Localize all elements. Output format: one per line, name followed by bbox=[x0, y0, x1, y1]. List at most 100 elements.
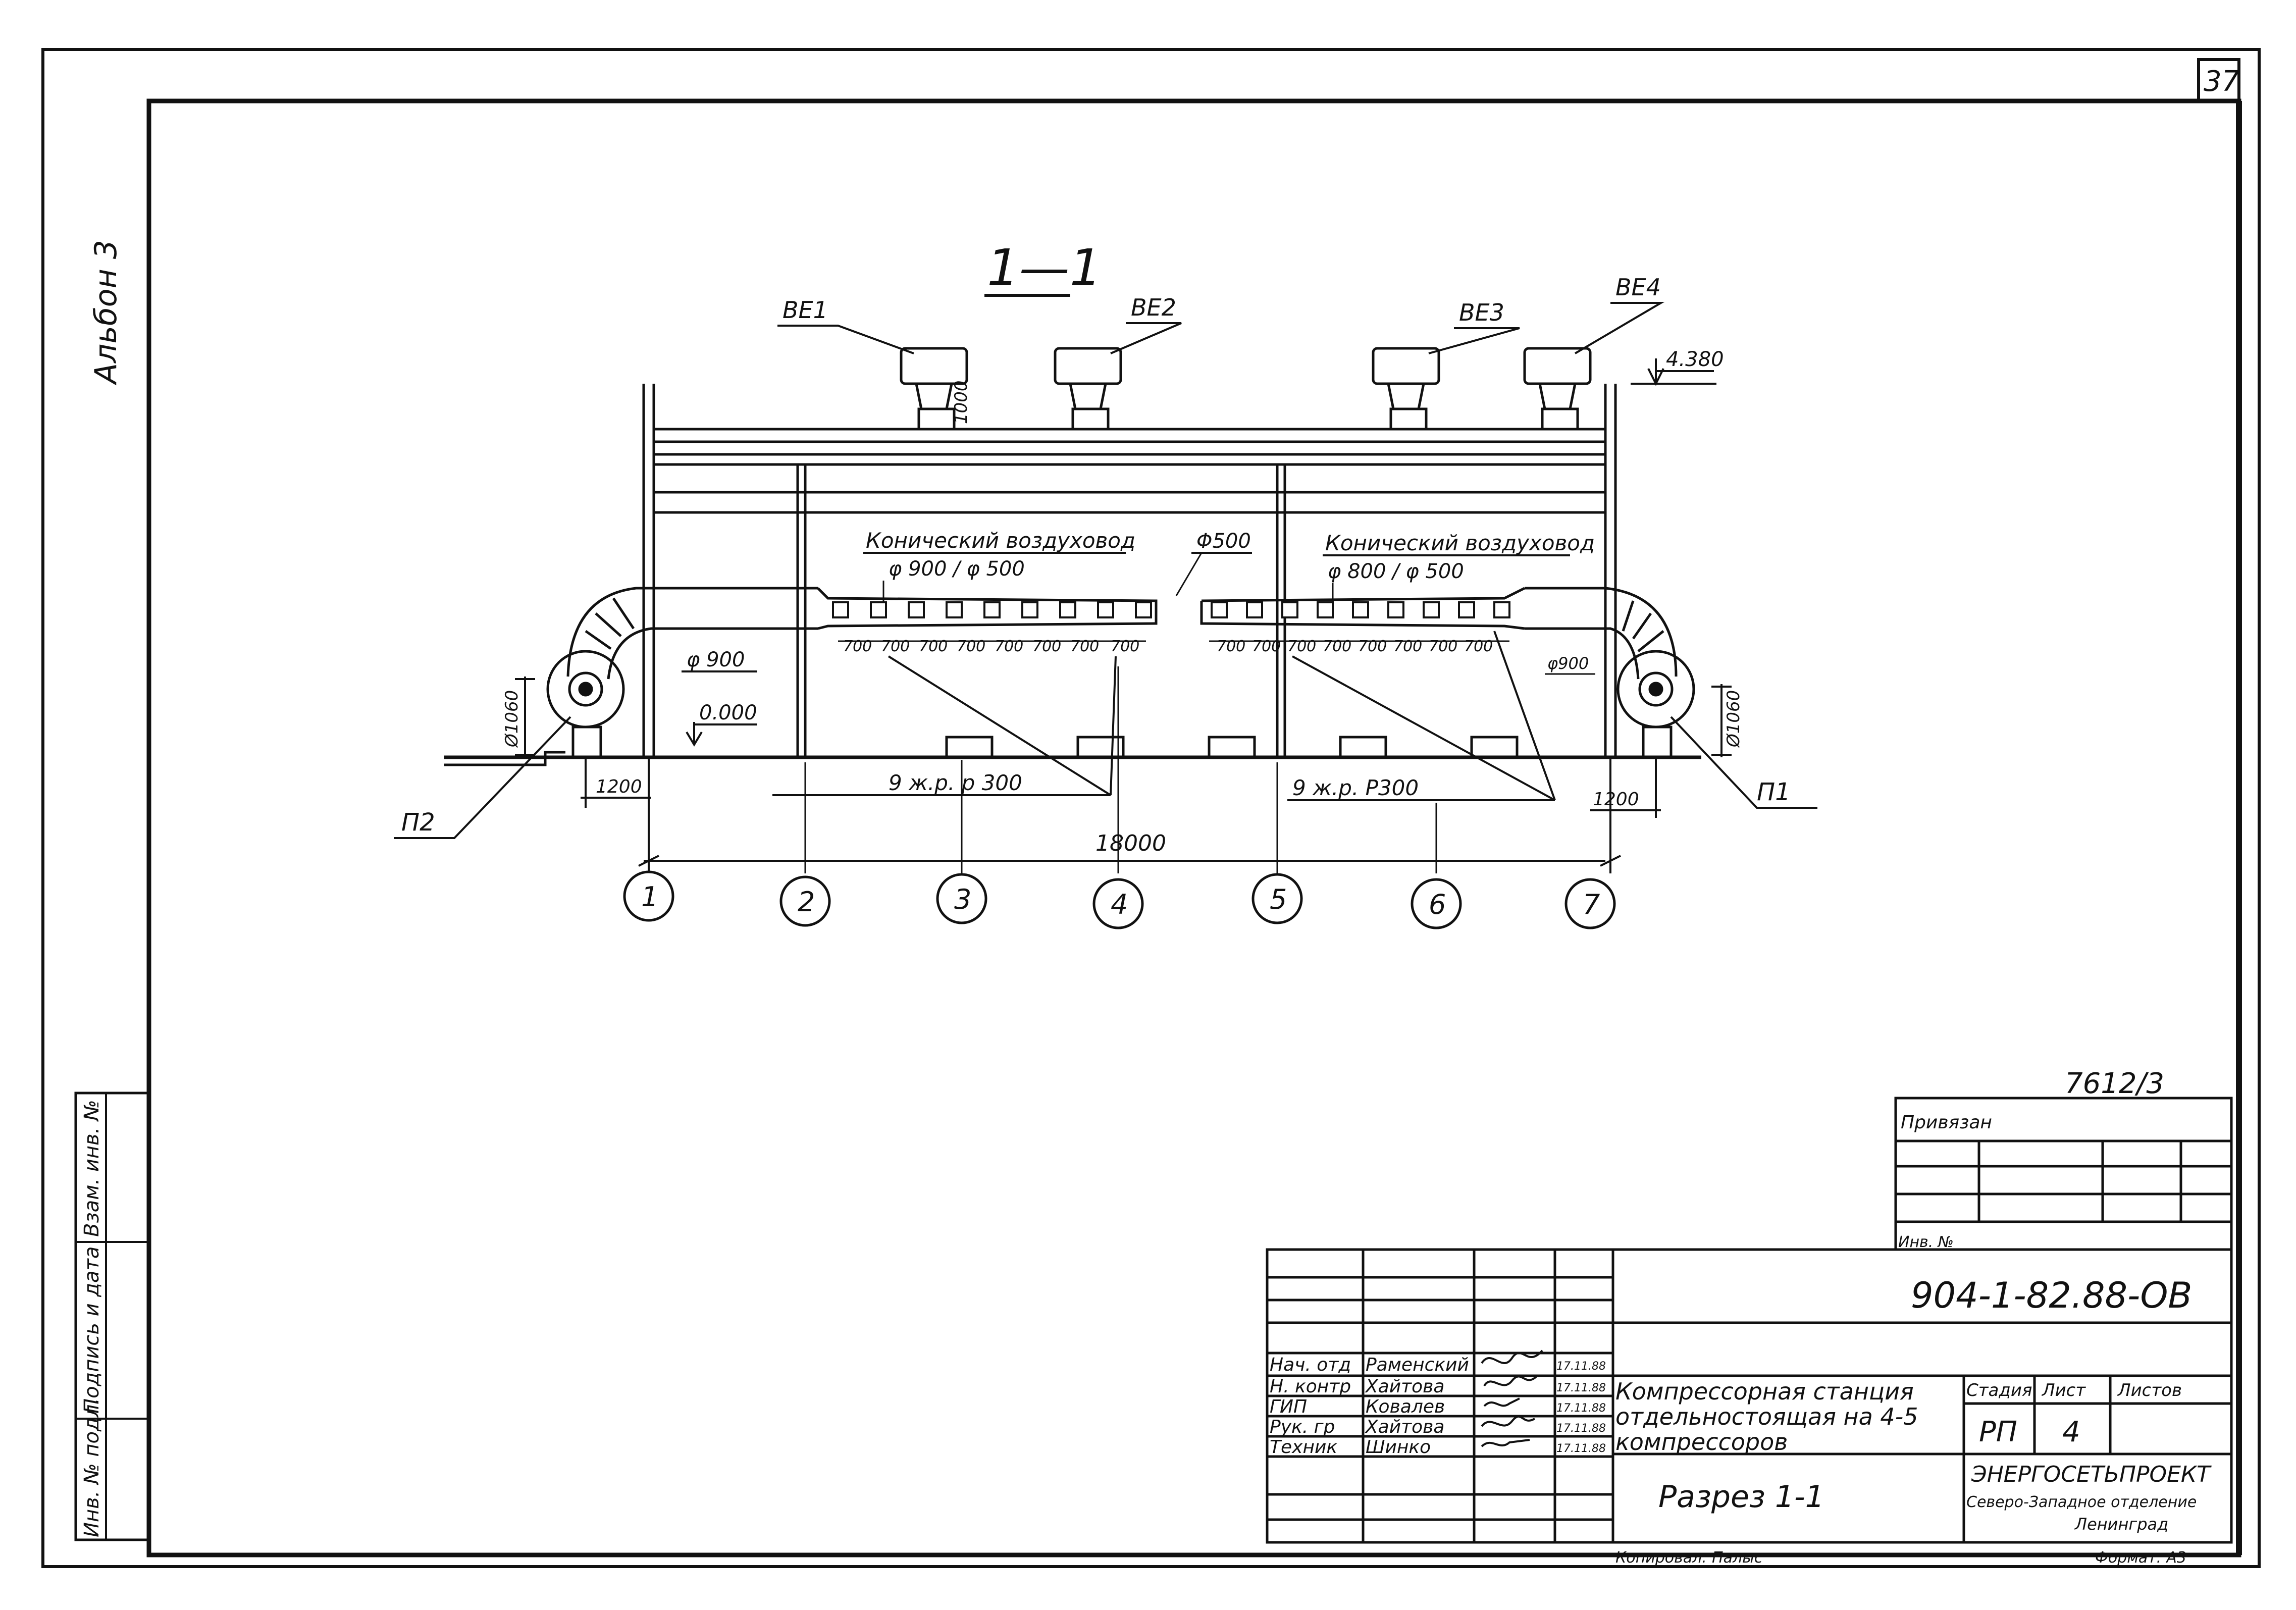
duct-right-label: Конический воздуховод bbox=[1325, 531, 1595, 555]
segment-right-2: 700 bbox=[1252, 638, 1281, 655]
segment-right-3: 700 bbox=[1287, 638, 1316, 655]
phi500-label: Φ500 bbox=[1196, 530, 1251, 553]
doc-code: 904-1-82.88-ОВ bbox=[1911, 1275, 2192, 1316]
duct-left-label: Конический воздуховод bbox=[866, 528, 1135, 553]
project-title-line3: компрессоров bbox=[1615, 1428, 1788, 1456]
duct-right-dims: φ 800 / φ 500 bbox=[1328, 560, 1464, 583]
axis-lines bbox=[804, 666, 1437, 873]
sheet-frame bbox=[41, 48, 2261, 1568]
project-title-line1: Компрессорная станция bbox=[1615, 1378, 1914, 1405]
duct-grilles bbox=[832, 601, 1510, 618]
exhaust-be3: ВЕ3 bbox=[1459, 299, 1504, 326]
person-1-role: Нач. отд bbox=[1270, 1355, 1351, 1375]
axis-4: 4 bbox=[1111, 889, 1128, 920]
phi900-right: φ900 bbox=[1547, 654, 1589, 673]
sheets-label: Листов bbox=[2117, 1380, 2182, 1400]
elevation-top-marker bbox=[1631, 358, 1716, 386]
segment-right-7: 700 bbox=[1429, 638, 1457, 655]
personnel-rows: Нач. отд Раменский 17.11.88 Н. контр Хай… bbox=[1270, 1355, 1606, 1458]
inv-label: Инв. № bbox=[1898, 1233, 1954, 1251]
building-frame bbox=[444, 384, 1701, 766]
person-4-name: Хайтова bbox=[1365, 1417, 1444, 1437]
span-total: 18000 bbox=[1095, 830, 1166, 856]
fan-dimension-lines bbox=[515, 677, 1732, 818]
exhaust-be4: ВЕ4 bbox=[1615, 274, 1661, 301]
exhaust-fans bbox=[900, 347, 1592, 431]
duct-left-dims: φ 900 / φ 500 bbox=[889, 557, 1025, 581]
sheet-number: 37 bbox=[2204, 65, 2240, 98]
person-2-role: Н. контр bbox=[1270, 1376, 1351, 1397]
person-5-name: Шинко bbox=[1366, 1437, 1431, 1458]
dim-1200-right: 1200 bbox=[1593, 789, 1639, 810]
axis-6: 6 bbox=[1429, 889, 1446, 920]
segment-right-6: 700 bbox=[1393, 638, 1422, 655]
supply-p2: П2 bbox=[401, 808, 435, 837]
axis-1: 1 bbox=[641, 881, 658, 913]
axis-7: 7 bbox=[1583, 889, 1600, 920]
overall-dimension bbox=[638, 757, 1621, 873]
sidebar-cell-inv: Инв. № подл. bbox=[80, 1398, 103, 1537]
signatures bbox=[1481, 1349, 1543, 1447]
segment-left-5: 700 bbox=[995, 638, 1023, 655]
segment-left-7: 700 bbox=[1070, 638, 1099, 655]
grille-right-label: 9 ж.р. Р300 bbox=[1292, 775, 1419, 800]
dim-1200-left: 1200 bbox=[596, 776, 642, 797]
project-title-line2: отдельностоящая на 4-5 bbox=[1615, 1403, 1918, 1430]
grille-left-label: 9 ж.р. р 300 bbox=[889, 770, 1022, 795]
axis-3: 3 bbox=[954, 884, 971, 915]
segment-left-3: 700 bbox=[919, 638, 948, 655]
exhaust-be2: ВЕ2 bbox=[1131, 294, 1176, 321]
phi900-left: φ 900 bbox=[687, 648, 745, 671]
person-4-date: 17.11.88 bbox=[1556, 1422, 1606, 1435]
elevation-zero-marker bbox=[686, 722, 757, 747]
dim-d1060-left: Ø1060 bbox=[502, 690, 522, 748]
axis-2: 2 bbox=[798, 886, 815, 918]
person-3-role: ГИП bbox=[1270, 1396, 1307, 1417]
person-1-name: Раменский bbox=[1366, 1355, 1469, 1375]
person-1-date: 17.11.88 bbox=[1556, 1360, 1606, 1373]
dim-1000: 1000 bbox=[951, 380, 971, 424]
axis-5: 5 bbox=[1270, 884, 1287, 915]
segment-right-1: 700 bbox=[1217, 638, 1245, 655]
stage-label: Стадия bbox=[1966, 1380, 2032, 1400]
bound-label: Привязан bbox=[1901, 1112, 1992, 1133]
title-block bbox=[1266, 1248, 2233, 1544]
person-3-name: Ковалев bbox=[1366, 1396, 1445, 1417]
format-label: Формат: А3 bbox=[2095, 1549, 2186, 1567]
segment-left-8: 700 bbox=[1111, 638, 1139, 655]
exhaust-leaders bbox=[777, 302, 1665, 354]
copied-by: Копировал: Палыс bbox=[1615, 1549, 1763, 1567]
segment-left: 700 700 700 700 700 700 700 700 bbox=[843, 638, 1139, 655]
person-2-name: Хайтова bbox=[1365, 1376, 1444, 1397]
person-5-role: Техник bbox=[1270, 1437, 1337, 1458]
person-2-date: 17.11.88 bbox=[1556, 1382, 1606, 1394]
sheet-code: 7612/3 bbox=[2065, 1067, 2164, 1100]
supply-leaders bbox=[394, 716, 1817, 839]
segment-right-5: 700 bbox=[1358, 638, 1387, 655]
stage-value: РП bbox=[1979, 1416, 2017, 1448]
segment-right: 700 700 700 700 700 700 700 700 bbox=[1217, 638, 1493, 655]
air-duct-system bbox=[566, 587, 1678, 680]
supply-fans bbox=[546, 650, 1695, 759]
segment-left-1: 700 bbox=[843, 638, 872, 655]
sidebar-cell-replace: Взам. инв. № bbox=[80, 1100, 103, 1237]
grille-leaders bbox=[772, 631, 1556, 801]
person-4-role: Рук. гр bbox=[1270, 1417, 1335, 1437]
org-name: ЭНЕРГОСЕТЬПРОЕКТ bbox=[1971, 1462, 2212, 1487]
album-label: Альбон 3 bbox=[88, 240, 124, 386]
segment-left-2: 700 bbox=[881, 638, 910, 655]
segment-left-6: 700 bbox=[1032, 638, 1061, 655]
person-3-date: 17.11.88 bbox=[1556, 1402, 1606, 1415]
axis-bubbles bbox=[623, 870, 1616, 929]
dim-d1060-right: Ø1060 bbox=[1724, 690, 1744, 748]
sheet-label: Лист bbox=[2041, 1380, 2086, 1400]
org-city: Ленинград bbox=[2074, 1515, 2168, 1534]
sidebar-stamp bbox=[74, 1092, 150, 1541]
supply-p1: П1 bbox=[1757, 778, 1791, 806]
segment-right-8: 700 bbox=[1464, 638, 1493, 655]
org-branch: Северо-Западное отделение bbox=[1966, 1493, 2197, 1511]
exhaust-be1: ВЕ1 bbox=[782, 296, 828, 324]
sidebar-cell-sign: Подпись и дата bbox=[80, 1247, 103, 1414]
person-5-date: 17.11.88 bbox=[1556, 1442, 1606, 1455]
